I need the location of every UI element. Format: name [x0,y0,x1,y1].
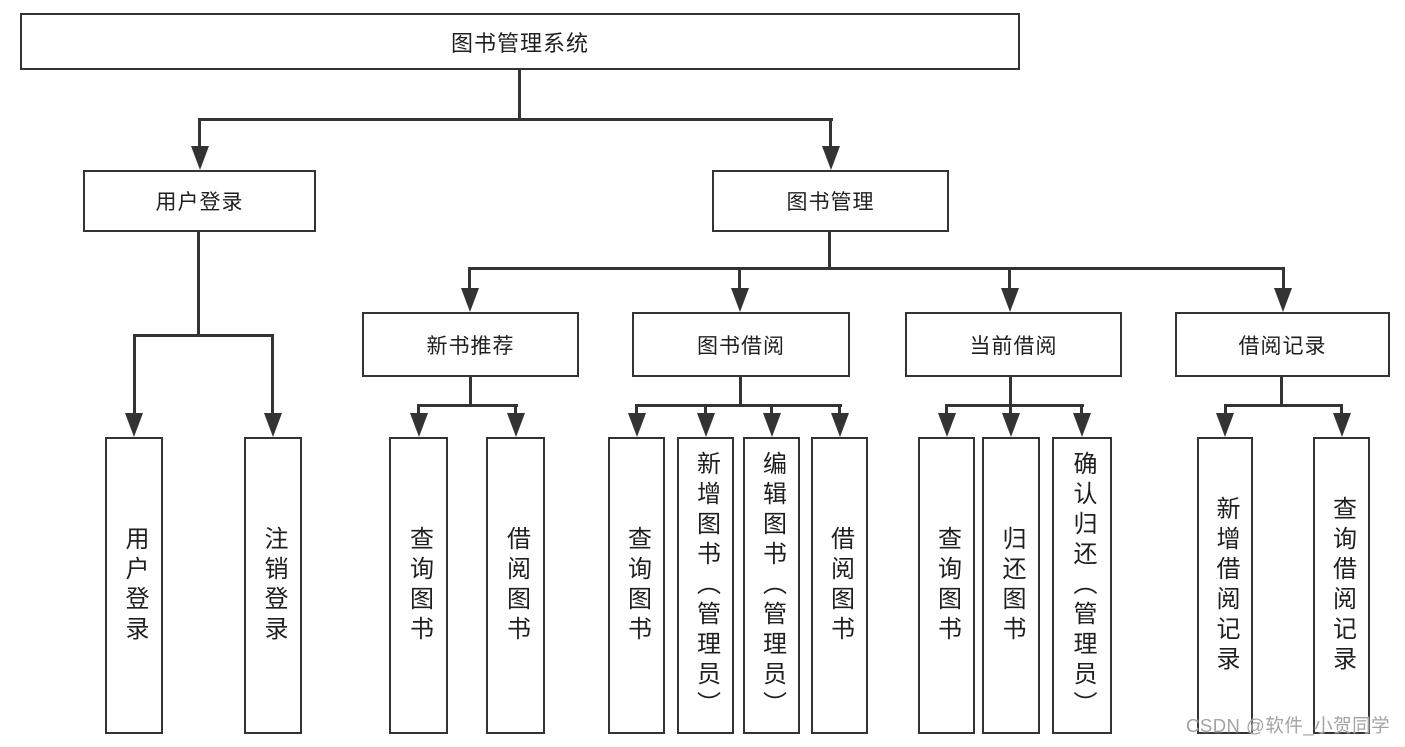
connector-drop-br-add [1224,406,1227,414]
connector-drop-bb-add [704,406,707,414]
connector-currentborrow-stem [1009,377,1012,407]
arrow-to-br-query [1333,413,1351,437]
arrow-to-leaf-logout [264,413,282,437]
node-book-management: 图书管理 [712,170,949,232]
connector-drop-leaf-logout [271,336,274,413]
leaf-record-query-borrow-record: 查询借阅记录 [1313,437,1370,734]
arrow-to-book-mgmt [822,146,840,170]
connector-drop-leaf-user-login [133,336,136,413]
node-book-borrowing: 图书借阅 [632,312,850,377]
connector-root-stem [518,70,521,120]
connector-bookmgmt-hline [468,267,1285,270]
connector-drop-book-borrow [738,269,741,288]
leaf-logout: 注销登录 [244,437,302,734]
leaf-current-query-books: 查询图书 [918,437,975,734]
arrow-to-cb-confirm [1073,413,1091,437]
connector-userlogin-hline [133,334,274,337]
connector-drop-current-borrow [1008,269,1011,288]
arrow-to-nb-query [410,413,428,437]
connector-borrowrecord-stem [1280,377,1283,407]
node-borrow-records: 借阅记录 [1175,312,1390,377]
connector-drop-cb-return [1009,406,1012,414]
connector-drop-new-book [468,269,471,288]
arrow-to-br-add [1216,413,1234,437]
leaf-borrow-edit-books-admin: 编辑图书（管理员） [743,437,800,734]
csdn-watermark: CSDN @软件_小贺同学 [1186,715,1391,736]
arrow-to-cb-query [938,413,956,437]
connector-newbook-hline [417,404,518,407]
connector-drop-borrow-record [1282,269,1285,288]
node-current-borrowing: 当前借阅 [905,312,1122,377]
arrow-to-book-borrow [731,288,749,312]
leaf-borrow-borrow-books: 借阅图书 [811,437,868,734]
connector-borrowrecord-hline [1224,404,1343,407]
connector-drop-user-login [198,120,201,146]
connector-drop-book-mgmt [829,120,832,146]
arrow-to-cb-return [1002,413,1020,437]
node-root-library-system: 图书管理系统 [20,13,1020,70]
connector-drop-nb-borrow [514,406,517,414]
arrow-to-bb-edit [763,413,781,437]
connector-bookborrow-hline [635,404,842,407]
connector-root-hline [198,118,833,121]
leaf-newbook-query-books: 查询图书 [389,437,448,734]
node-user-login: 用户登录 [83,170,316,232]
leaf-newbook-borrow-books: 借阅图书 [486,437,545,734]
connector-bookborrow-stem [739,377,742,407]
connector-bookmgmt-stem [828,232,831,269]
leaf-borrow-query-books: 查询图书 [608,437,665,734]
arrow-to-current-borrow [1001,288,1019,312]
connector-userlogin-stem [197,232,200,337]
leaf-borrow-add-books-admin: 新增图书（管理员） [677,437,734,734]
arrow-to-leaf-user-login [125,413,143,437]
arrow-to-borrow-record [1274,288,1292,312]
connector-drop-nb-query [417,406,420,414]
connector-drop-bb-edit [770,406,773,414]
arrow-to-new-book [461,288,479,312]
connector-drop-br-query [1340,406,1343,414]
leaf-current-return-books: 归还图书 [982,437,1040,734]
connector-drop-bb-query [635,406,638,414]
node-new-book-recommend: 新书推荐 [362,312,579,377]
connector-drop-cb-confirm [1080,406,1083,414]
arrow-to-bb-query [628,413,646,437]
leaf-user-login: 用户登录 [105,437,163,734]
connector-currentborrow-hline [945,404,1084,407]
arrow-to-bb-add [697,413,715,437]
leaf-record-add-borrow-record: 新增借阅记录 [1197,437,1253,734]
arrow-to-bb-borrow [831,413,849,437]
connector-drop-bb-borrow [838,406,841,414]
leaf-current-confirm-return-admin: 确认归还（管理员） [1052,437,1112,734]
arrow-to-nb-borrow [507,413,525,437]
connector-drop-cb-query [945,406,948,414]
arrow-to-user-login [191,146,209,170]
connector-newbook-stem [469,377,472,407]
